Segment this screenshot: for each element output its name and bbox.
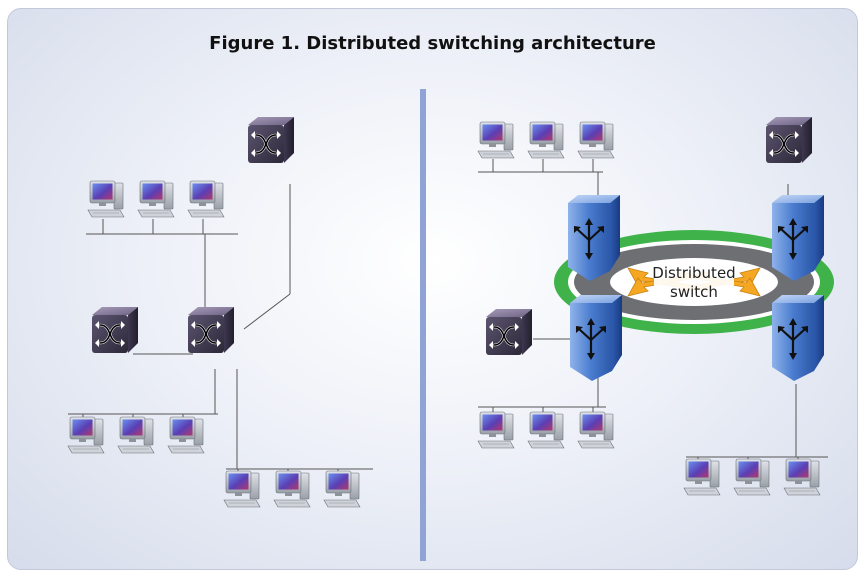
right-switch-left bbox=[484, 307, 534, 357]
router-bottom-left bbox=[568, 293, 624, 383]
right-workstations-top bbox=[477, 121, 615, 159]
ring-label-line2: switch bbox=[670, 283, 718, 301]
left-switch-center bbox=[186, 305, 236, 355]
figure-title: Figure 1. Distributed switching architec… bbox=[209, 33, 656, 54]
network-diagram: Distributed switch bbox=[67, 89, 834, 561]
right-workstations-bottom-left bbox=[477, 411, 615, 449]
right-network-links bbox=[478, 159, 828, 469]
left-switch-left bbox=[90, 305, 140, 355]
figure-frame: Figure 1. Distributed switching architec… bbox=[7, 8, 858, 570]
right-workstations-bottom-right bbox=[683, 458, 821, 496]
router-bottom-right bbox=[770, 293, 826, 383]
right-switch-top bbox=[764, 115, 814, 165]
ring-label-line1: Distributed bbox=[652, 264, 735, 282]
panel-divider bbox=[420, 89, 426, 561]
left-workstations-bottom-left bbox=[67, 416, 205, 454]
left-switch-top bbox=[246, 115, 296, 165]
distributed-switch-ring: Distributed switch bbox=[554, 230, 834, 334]
left-workstations-bottom-right bbox=[223, 470, 361, 508]
left-workstations-top bbox=[87, 180, 225, 218]
